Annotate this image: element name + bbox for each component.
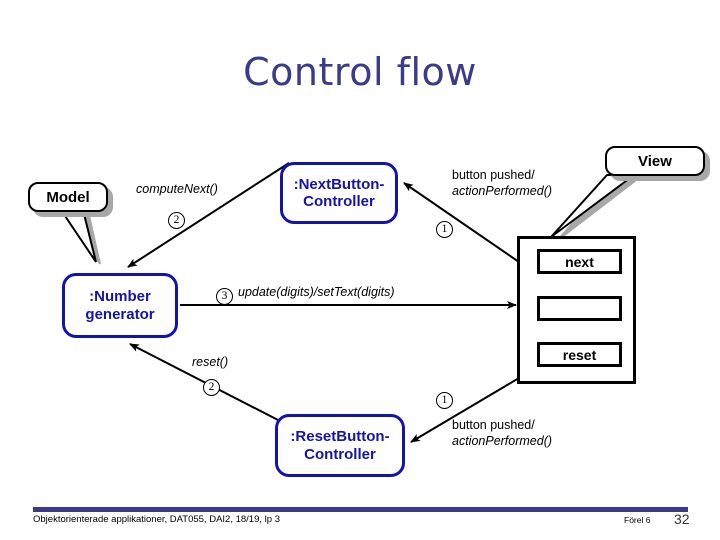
reset-button[interactable]: reset [537,342,622,367]
object-number-generator-label: :Number generator [85,288,155,323]
digits-display-field[interactable] [537,296,622,321]
edge-label-button-pushed-next-line2: actionPerformed() [452,183,553,198]
next-button-label: next [565,253,594,270]
callout-model: Model [28,182,108,212]
object-next-button-controller: :NextButton-Controller [280,162,398,224]
callout-view-label: View [638,152,672,170]
edge-label-reset-call: reset() [192,355,229,369]
edge-label-button-pushed-reset-line1: button pushed/ [452,418,535,432]
edge-label-button-pushed-reset-line2: actionPerformed() [452,433,553,448]
view-panel: next reset [517,236,636,384]
sequence-badge-update: 3 [216,288,233,305]
page-title: Control flow [243,50,477,94]
edge-label-button-pushed-next-line1: button pushed/ [452,168,535,182]
footer-page-number: 32 [674,511,690,527]
reset-button-label: reset [562,346,597,363]
object-next-button-controller-label: :NextButton-Controller [293,175,385,210]
sequence-badge-reset-pressed: 1 [436,392,453,409]
footer-divider [33,507,688,512]
edge-label-compute-next: computeNext() [136,182,218,196]
sequence-badge-next-pressed: 1 [436,221,453,238]
callout-model-label: Model [46,188,90,206]
edge-label-button-pushed-next: button pushed/ actionPerformed() [452,168,552,199]
edge-label-button-pushed-reset: button pushed/ actionPerformed() [452,418,552,449]
callout-view: View [605,146,705,176]
footer-course-text: Objektorienterade applikationer, DAT055,… [33,514,280,525]
object-number-generator: :Number generator [62,273,178,338]
object-reset-button-controller-label: :ResetButton-Controller [290,428,390,463]
object-reset-button-controller: :ResetButton-Controller [275,414,405,477]
sequence-badge-reset-call: 2 [203,379,220,396]
next-button[interactable]: next [537,249,622,274]
edge-label-update-digits: update(digits)/setText(digits) [238,285,395,299]
sequence-badge-compute-next: 2 [168,212,185,229]
footer-lecture-label: Förel 6 [624,515,651,525]
